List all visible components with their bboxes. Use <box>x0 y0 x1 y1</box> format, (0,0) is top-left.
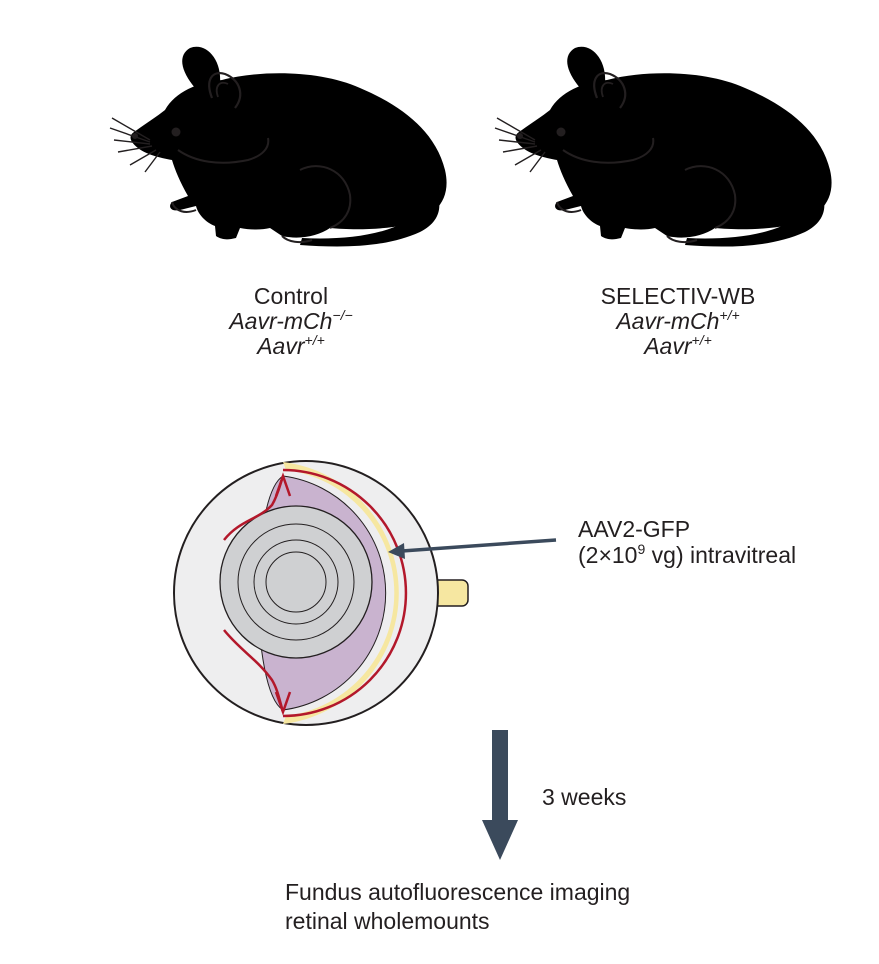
outcome-line-1: Fundus autofluorescence imaging <box>285 879 631 905</box>
selectiv-genotype-2: Aavr+/+ <box>644 332 712 359</box>
eye-cross-section <box>173 460 469 726</box>
injection-vector: AAV2-GFP <box>578 516 691 542</box>
control-name: Control <box>253 283 329 309</box>
selectiv-name: SELECTIV-WB <box>600 283 756 309</box>
outcome-label: Fundus autofluorescence imaging retinal … <box>285 878 630 936</box>
control-genotype-1: Aavr-mCh−/− <box>229 307 353 334</box>
control-genotype-2: Aavr+/+ <box>257 332 325 359</box>
selectiv-mouse-illustration: .orange .m-fill{fill:#f39a4a;stroke:#231… <box>493 45 833 248</box>
injection-label: AAV2-GFP (2×109 vg) intravitreal <box>578 516 796 568</box>
selectiv-genotype-1: Aavr-mCh+/+ <box>616 307 740 334</box>
outcome-line-2: retinal wholemounts <box>285 908 490 934</box>
control-label: Control Aavr-mCh−/− Aavr+/+ <box>201 284 381 359</box>
retina-line <box>282 468 408 718</box>
selectiv-label: SELECTIV-WB Aavr-mCh+/+ Aavr+/+ <box>578 284 778 359</box>
duration-label: 3 weeks <box>542 784 627 810</box>
control-mouse-illustration: .gray .m-fill{fill:#7b7d80;stroke:#231f2… <box>108 45 448 248</box>
injection-dose: (2×109 vg) intravitreal <box>578 541 797 568</box>
time-arrow <box>482 730 518 860</box>
lens <box>219 505 373 659</box>
injection-arrow <box>388 538 557 559</box>
